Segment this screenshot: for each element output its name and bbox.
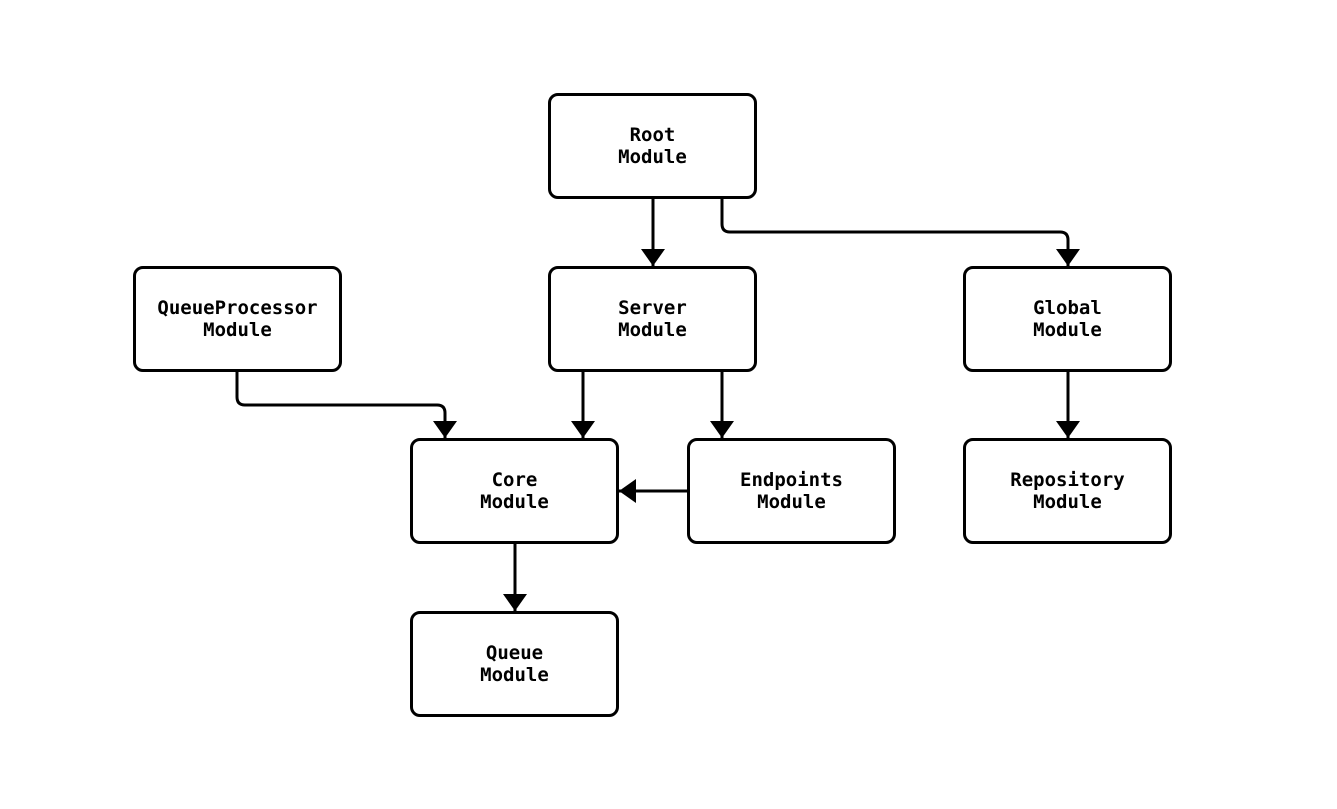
node-queue-module: Queue Module — [410, 611, 619, 717]
node-endpoints-module: Endpoints Module — [687, 438, 896, 544]
node-label-line2: Module — [618, 146, 687, 168]
node-label-line1: Endpoints — [740, 469, 843, 491]
node-global-module: Global Module — [963, 266, 1172, 372]
node-label-line1: Server — [618, 297, 687, 319]
node-label-line1: Global — [1033, 297, 1102, 319]
node-label-line2: Module — [618, 319, 687, 341]
node-label-line1: Repository — [1010, 469, 1125, 491]
node-server-module: Server Module — [548, 266, 757, 372]
node-label-line2: Module — [203, 319, 272, 341]
node-queueprocessor-module: QueueProcessor Module — [133, 266, 342, 372]
edge-queueprocessor-to-core — [235, 372, 457, 438]
node-label-line1: Queue — [485, 642, 544, 664]
node-label-line2: Module — [480, 491, 549, 513]
node-root-module: Root Module — [548, 93, 757, 199]
node-core-module: Core Module — [410, 438, 619, 544]
node-label-line2: Module — [1033, 319, 1102, 341]
node-label-line1: QueueProcessor — [157, 297, 318, 319]
node-label-line2: Module — [1033, 491, 1102, 513]
node-label-line2: Module — [757, 491, 826, 513]
node-repository-module: Repository Module — [963, 438, 1172, 544]
node-label-line2: Module — [480, 664, 549, 686]
node-label-line1: Root — [629, 124, 676, 146]
node-label-line1: Core — [491, 469, 538, 491]
edge-root-to-global — [720, 199, 1080, 266]
